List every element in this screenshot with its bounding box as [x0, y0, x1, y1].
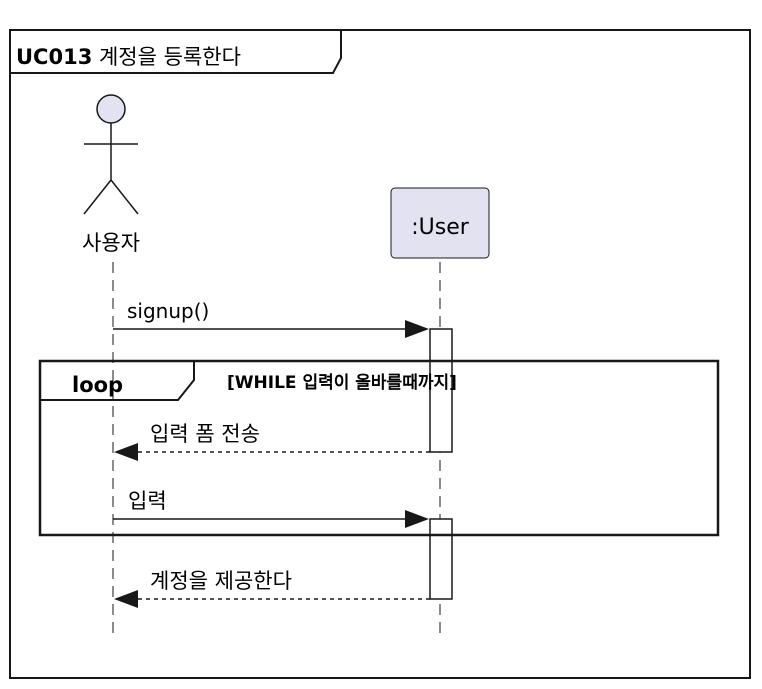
arrowhead-left-2 — [114, 443, 138, 461]
loop-label-tab — [40, 360, 195, 401]
loop-condition: [WHILE 입력이 올바를때까지] — [227, 373, 457, 393]
arrowhead-left-4 — [114, 590, 138, 608]
loop-fragment — [38, 359, 720, 537]
actor-figure — [83, 94, 139, 215]
user-participant-label: :User — [411, 215, 470, 240]
loop-label: loop — [72, 373, 123, 397]
actor-left-leg — [83, 179, 112, 215]
message-label-form-send: 입력 폼 전송 — [150, 422, 260, 446]
diagram-frame — [9, 29, 751, 679]
activation-bar-2 — [429, 518, 453, 600]
actor-right-leg — [110, 179, 139, 215]
message-label-provide-account: 계정을 제공한다 — [150, 569, 292, 593]
actor-head — [96, 94, 126, 124]
frame-title: UC013 계정을 등록한다 — [16, 45, 241, 69]
user-participant-box — [390, 187, 490, 259]
frame-title-id: UC013 — [16, 45, 92, 69]
frame-title-text: 계정을 등록한다 — [92, 45, 241, 69]
message-label-signup: signup() — [127, 299, 209, 323]
frame-title-tab — [10, 29, 342, 74]
actor-label: 사용자 — [82, 231, 140, 255]
arrowhead-right-1 — [405, 320, 429, 338]
arrowhead-right-3 — [405, 510, 429, 528]
message-label-input: 입력 — [128, 489, 167, 513]
